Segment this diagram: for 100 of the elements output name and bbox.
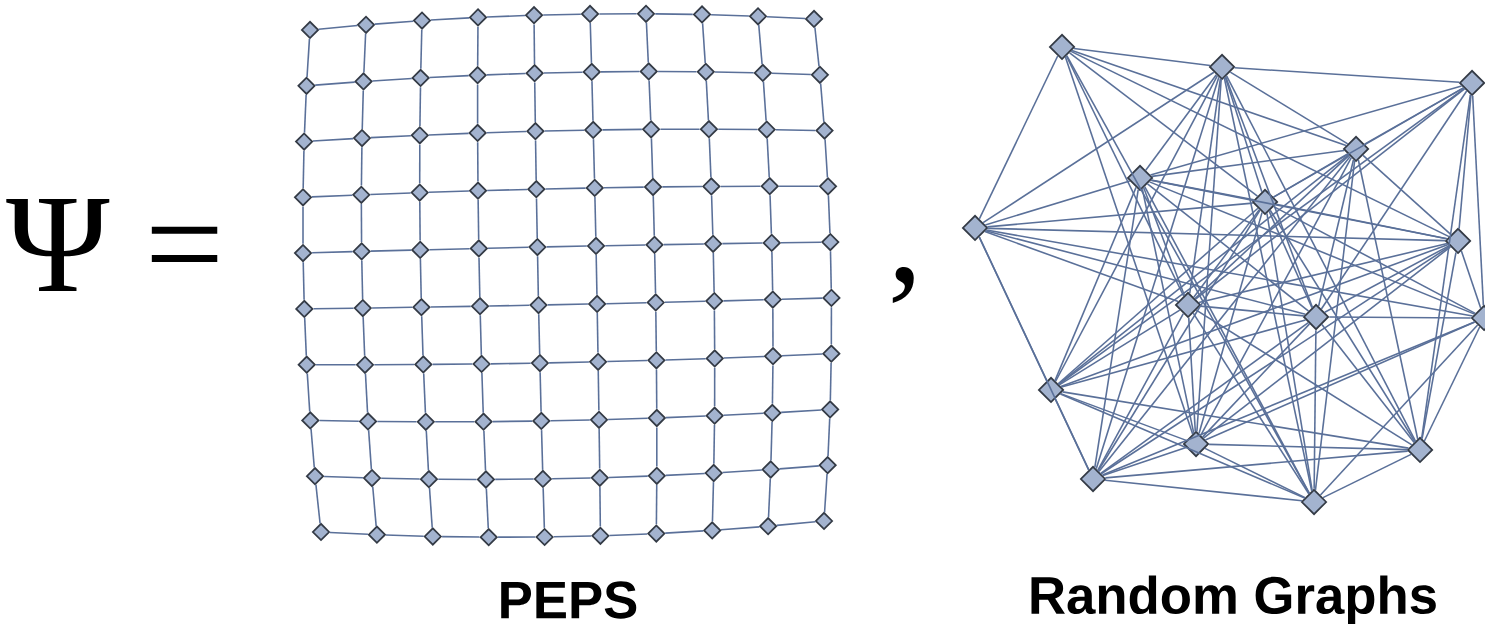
graph-edge — [540, 429, 544, 471]
diamond-node — [748, 6, 768, 26]
graph-edge — [705, 79, 710, 122]
graph-edge — [722, 355, 765, 359]
diamond-node — [300, 411, 320, 430]
graph-edge — [434, 420, 475, 423]
graph-edge — [312, 137, 354, 142]
graph-edge — [479, 314, 483, 356]
graph-edge — [829, 250, 833, 290]
graph-edge — [1143, 185, 1311, 495]
graph-edge — [317, 24, 359, 30]
graph-edge — [589, 22, 593, 64]
graph-edge — [780, 409, 823, 414]
graph-edge — [551, 477, 592, 480]
graph-edge — [1420, 93, 1472, 440]
diamond-node — [294, 132, 314, 151]
graph-edge — [376, 420, 418, 423]
graph-edge — [422, 372, 427, 414]
graph-edge — [1194, 154, 1350, 300]
graph-edge — [772, 308, 774, 348]
graph-edge — [1363, 87, 1465, 145]
graph-edge — [1362, 154, 1452, 236]
graph-edge — [607, 417, 649, 421]
graph-edge — [545, 245, 588, 248]
graph-edge — [600, 70, 641, 73]
graph-edge — [1060, 392, 1188, 442]
graph-edge — [1204, 321, 1476, 441]
graph-edge — [1199, 305, 1305, 317]
graph-edge — [664, 472, 706, 477]
graph-edge — [1273, 205, 1477, 315]
graph-edge — [476, 25, 479, 67]
graph-edge — [1059, 393, 1306, 499]
graph-edge — [766, 15, 806, 20]
graph-edge — [984, 229, 1307, 315]
graph-edge — [428, 247, 471, 251]
graph-edge — [659, 128, 701, 131]
graph-edge — [302, 261, 305, 301]
graph-edge — [598, 428, 601, 470]
graph-edge — [1199, 156, 1353, 437]
graph-edge — [360, 146, 363, 187]
graph-edge — [814, 26, 820, 68]
graph-edge — [608, 475, 649, 479]
diamond-node — [468, 8, 488, 27]
graph-edge — [1460, 250, 1482, 309]
graph-edge — [441, 535, 481, 538]
graph-edge — [1065, 55, 1185, 297]
graph-edge — [419, 86, 422, 127]
graph-edge — [1141, 188, 1195, 434]
graph-edge — [653, 253, 657, 295]
graph-edge — [665, 415, 707, 419]
graph-edge — [1097, 209, 1261, 472]
graph-edge — [1198, 211, 1263, 435]
graph-edge — [597, 370, 600, 412]
diamond-node — [529, 295, 548, 315]
graph-edge — [315, 483, 321, 525]
graph-edge — [771, 251, 774, 292]
graph-edge — [780, 241, 822, 244]
graph-edge — [648, 79, 652, 122]
graph-edge — [766, 137, 771, 179]
graph-edge — [544, 187, 587, 190]
graph-edge — [652, 195, 656, 237]
graph-edge — [533, 23, 536, 65]
graph-edge — [824, 138, 829, 179]
graph-edge — [1317, 159, 1355, 307]
graph-edge — [701, 22, 706, 64]
diamond-node — [702, 521, 722, 540]
graph-edge — [364, 372, 369, 414]
graph-edge — [485, 487, 490, 530]
caption: Random Graphs — [1031, 575, 1436, 624]
graph-edge — [984, 230, 1179, 303]
diamond-node — [526, 179, 546, 199]
graph-edge — [486, 14, 526, 18]
graph-edge — [548, 361, 590, 364]
graph-edge — [982, 71, 1215, 224]
diamond-node — [470, 296, 490, 316]
graph-edge — [542, 487, 546, 529]
graph-edge — [1319, 324, 1479, 496]
graph-edge — [485, 72, 527, 76]
graph-edge — [664, 530, 705, 534]
graph-edge — [370, 134, 412, 139]
graph-edge — [494, 478, 535, 481]
graph-edge — [1142, 186, 1186, 297]
diamond-node — [701, 177, 721, 196]
graph-edge — [1070, 50, 1450, 238]
graph-edge — [713, 424, 716, 465]
graph-edge — [656, 426, 658, 468]
graph-edge — [1229, 71, 1349, 145]
graph-edge — [1320, 90, 1468, 310]
graph-edge — [781, 297, 824, 301]
graph-edge — [1146, 183, 1310, 312]
graph-edge — [360, 203, 363, 243]
graph-edge — [664, 300, 706, 304]
graph-edge — [1094, 188, 1139, 469]
diamond-node — [352, 242, 371, 261]
graph-edge — [645, 21, 650, 64]
graph-edge — [604, 244, 647, 247]
graph-edge — [329, 531, 369, 536]
diamond-node — [815, 121, 834, 140]
graph-edge — [1104, 479, 1303, 502]
graph-edge — [549, 419, 591, 422]
